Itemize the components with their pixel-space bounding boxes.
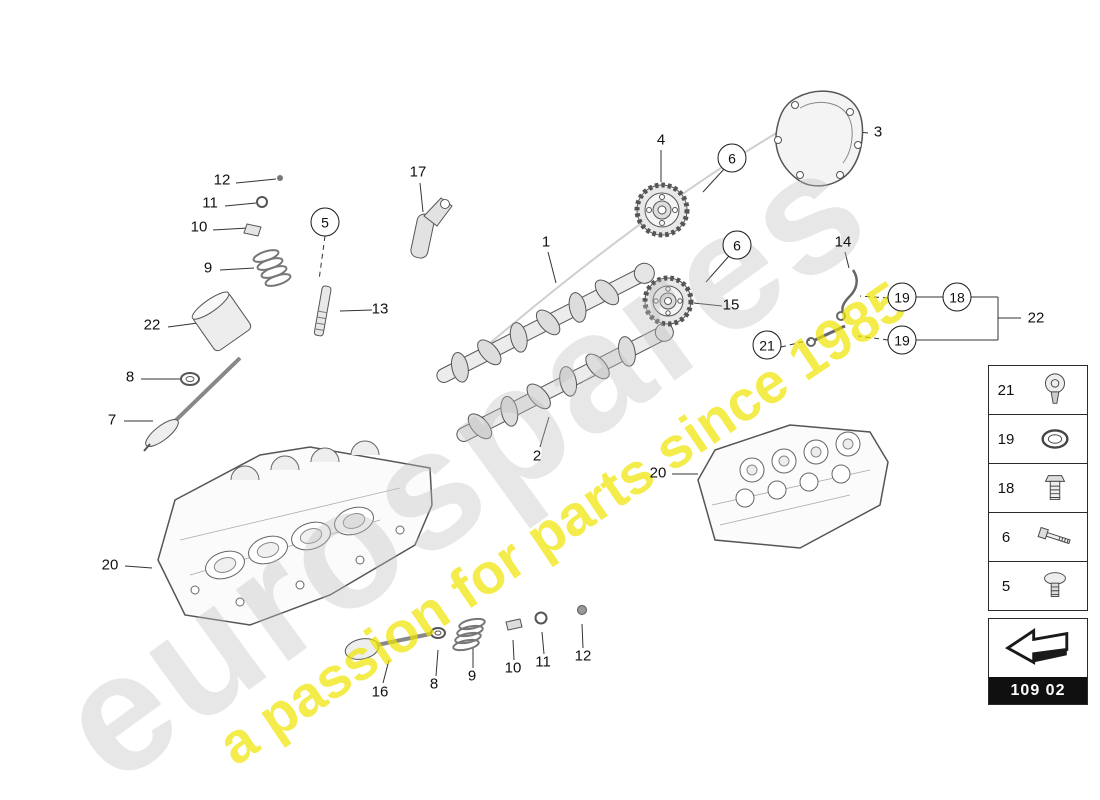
camshaft-sensor-part bbox=[410, 197, 453, 259]
valve-cone-bottom-part bbox=[577, 605, 587, 615]
tensioner-pin-part bbox=[836, 269, 858, 321]
callout-10: 10 bbox=[504, 659, 522, 677]
exhaust-valve-part bbox=[344, 632, 431, 660]
timing-cover-part bbox=[774, 90, 864, 187]
callout-1: 1 bbox=[541, 233, 551, 251]
callout-13: 13 bbox=[371, 300, 389, 318]
callout-21[interactable]: 21 bbox=[752, 330, 782, 360]
callout-22: 22 bbox=[1027, 309, 1045, 327]
valve-cone-part bbox=[277, 175, 283, 181]
valve-keeper-part bbox=[256, 196, 268, 208]
cylinder-head-right-part bbox=[697, 424, 889, 549]
page-nav-box[interactable]: 109 02 bbox=[988, 618, 1088, 705]
nav-arrow-icon bbox=[989, 619, 1087, 677]
callout-17: 17 bbox=[409, 163, 427, 181]
leader-lines bbox=[124, 130, 1021, 684]
legend-row-21[interactable]: 21 bbox=[989, 366, 1087, 415]
callout-19[interactable]: 19 bbox=[887, 325, 917, 355]
callout-9: 9 bbox=[467, 667, 477, 685]
spring-retainer-part bbox=[243, 223, 262, 237]
flange-bolt-icon bbox=[1023, 468, 1087, 508]
camshaft-2-part bbox=[456, 322, 674, 442]
legend-number: 6 bbox=[1001, 528, 1011, 546]
leader-lines-dashed bbox=[318, 235, 889, 348]
callout-9: 9 bbox=[203, 259, 213, 277]
valve-seal-bottom-part bbox=[430, 627, 446, 639]
valve-keeper-bottom-part bbox=[534, 611, 548, 625]
callout-12: 12 bbox=[574, 647, 592, 665]
callout-20: 20 bbox=[101, 556, 119, 574]
callout-3: 3 bbox=[873, 123, 883, 141]
bucket-tappet-part bbox=[191, 291, 252, 352]
legend-row-18[interactable]: 18 bbox=[989, 464, 1087, 513]
valve-spring-bottom-part bbox=[452, 617, 486, 652]
spring-retainer-bottom-part bbox=[505, 618, 523, 631]
callout-4: 4 bbox=[656, 131, 666, 149]
timing-gear-upper-part bbox=[634, 182, 690, 238]
callout-18[interactable]: 18 bbox=[942, 282, 972, 312]
torx-screw-icon bbox=[1023, 370, 1087, 410]
seal-ring-icon bbox=[1023, 419, 1087, 459]
callout-7: 7 bbox=[107, 411, 117, 429]
callout-22: 22 bbox=[143, 316, 161, 334]
callout-8: 8 bbox=[125, 368, 135, 386]
legend-number: 5 bbox=[1001, 577, 1011, 595]
legend-row-19[interactable]: 19 bbox=[989, 415, 1087, 464]
legend-row-5[interactable]: 5 bbox=[989, 562, 1087, 610]
callout-20: 20 bbox=[649, 464, 667, 482]
legend-number: 18 bbox=[997, 479, 1015, 497]
callout-10: 10 bbox=[190, 218, 208, 236]
legend-number: 19 bbox=[997, 430, 1015, 448]
legend-table: 21 19 18 6 5 bbox=[988, 365, 1088, 611]
callout-16: 16 bbox=[371, 683, 389, 701]
callout-11: 11 bbox=[202, 194, 218, 212]
callout-6[interactable]: 6 bbox=[722, 230, 752, 260]
callout-2: 2 bbox=[532, 447, 542, 465]
legend-number: 21 bbox=[997, 381, 1015, 399]
stud-part bbox=[313, 285, 332, 337]
page-code: 109 02 bbox=[989, 677, 1087, 704]
tensioner-bolt-part bbox=[806, 324, 846, 347]
valve-spring-part bbox=[252, 249, 292, 287]
callout-15: 15 bbox=[722, 296, 740, 314]
callout-19[interactable]: 19 bbox=[887, 282, 917, 312]
callout-14: 14 bbox=[834, 233, 852, 251]
timing-gear-lower-part bbox=[642, 275, 694, 327]
cylinder-head-left-part bbox=[157, 440, 433, 626]
callout-8: 8 bbox=[429, 675, 439, 693]
camshaft-1-part bbox=[436, 262, 655, 383]
callout-5[interactable]: 5 bbox=[310, 207, 340, 237]
callout-11: 11 bbox=[535, 653, 551, 671]
legend-row-6[interactable]: 6 bbox=[989, 513, 1087, 562]
pan-screw-icon bbox=[1023, 566, 1087, 606]
valve-seal-part bbox=[180, 372, 200, 386]
long-bolt-icon bbox=[1023, 517, 1087, 557]
callout-6[interactable]: 6 bbox=[717, 143, 747, 173]
callout-12: 12 bbox=[213, 171, 231, 189]
intake-valve-part bbox=[143, 356, 242, 452]
